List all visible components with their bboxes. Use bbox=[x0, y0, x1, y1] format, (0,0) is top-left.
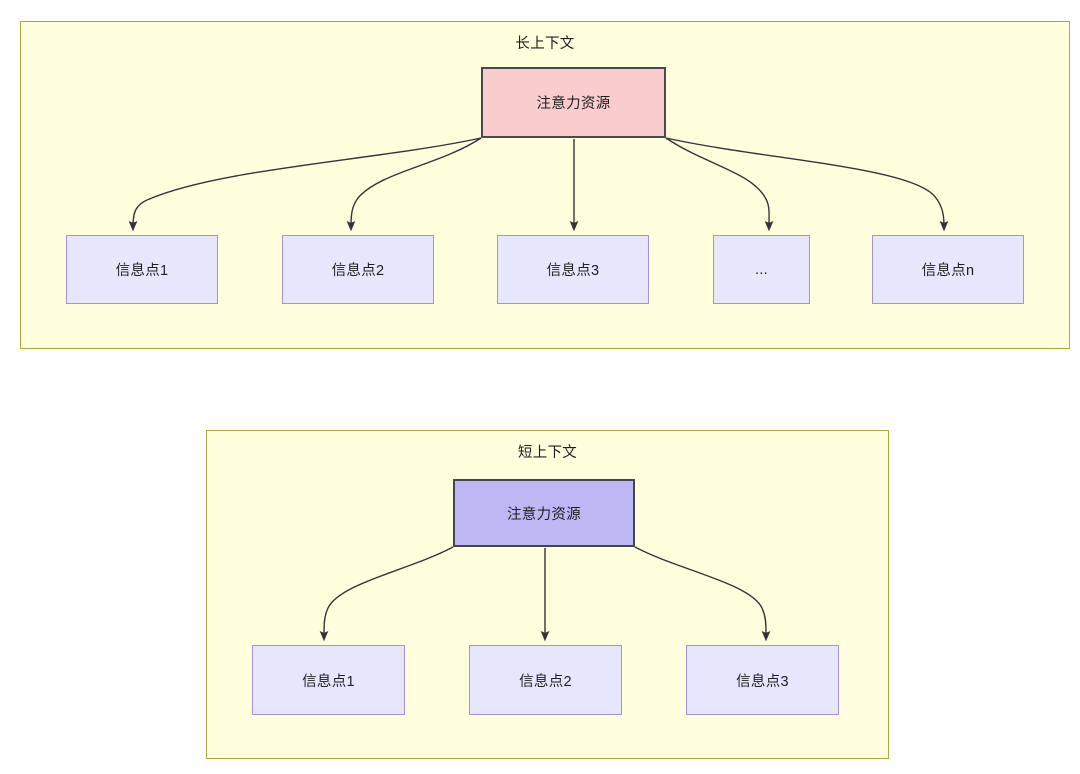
node-label: 信息点2 bbox=[331, 263, 385, 279]
node-long-info-point-n[interactable]: 信息点n bbox=[872, 235, 1024, 304]
node-label: 信息点3 bbox=[546, 263, 600, 279]
node-label: 信息点3 bbox=[736, 673, 789, 690]
panel-short-context-title: 短上下文 bbox=[517, 445, 578, 461]
node-label: 注意力资源 bbox=[536, 96, 611, 112]
node-label: 信息点n bbox=[921, 263, 975, 279]
node-label: 信息点2 bbox=[519, 673, 572, 690]
node-long-attention-resource[interactable]: 注意力资源 bbox=[481, 67, 666, 138]
node-long-info-point-1[interactable]: 信息点1 bbox=[66, 235, 218, 304]
node-short-info-point-1[interactable]: 信息点1 bbox=[252, 645, 405, 715]
node-label: 注意力资源 bbox=[507, 506, 581, 523]
node-short-attention-resource[interactable]: 注意力资源 bbox=[453, 479, 635, 547]
node-long-info-point-ellipsis[interactable]: ... bbox=[713, 235, 810, 304]
panel-long-context-title: 长上下文 bbox=[515, 36, 575, 52]
node-short-info-point-3[interactable]: 信息点3 bbox=[686, 645, 839, 715]
node-label: 信息点1 bbox=[115, 263, 169, 279]
node-long-info-point-2[interactable]: 信息点2 bbox=[282, 235, 434, 304]
node-long-info-point-3[interactable]: 信息点3 bbox=[497, 235, 649, 304]
node-label: ... bbox=[755, 261, 768, 278]
node-label: 信息点1 bbox=[302, 673, 355, 690]
node-short-info-point-2[interactable]: 信息点2 bbox=[469, 645, 622, 715]
